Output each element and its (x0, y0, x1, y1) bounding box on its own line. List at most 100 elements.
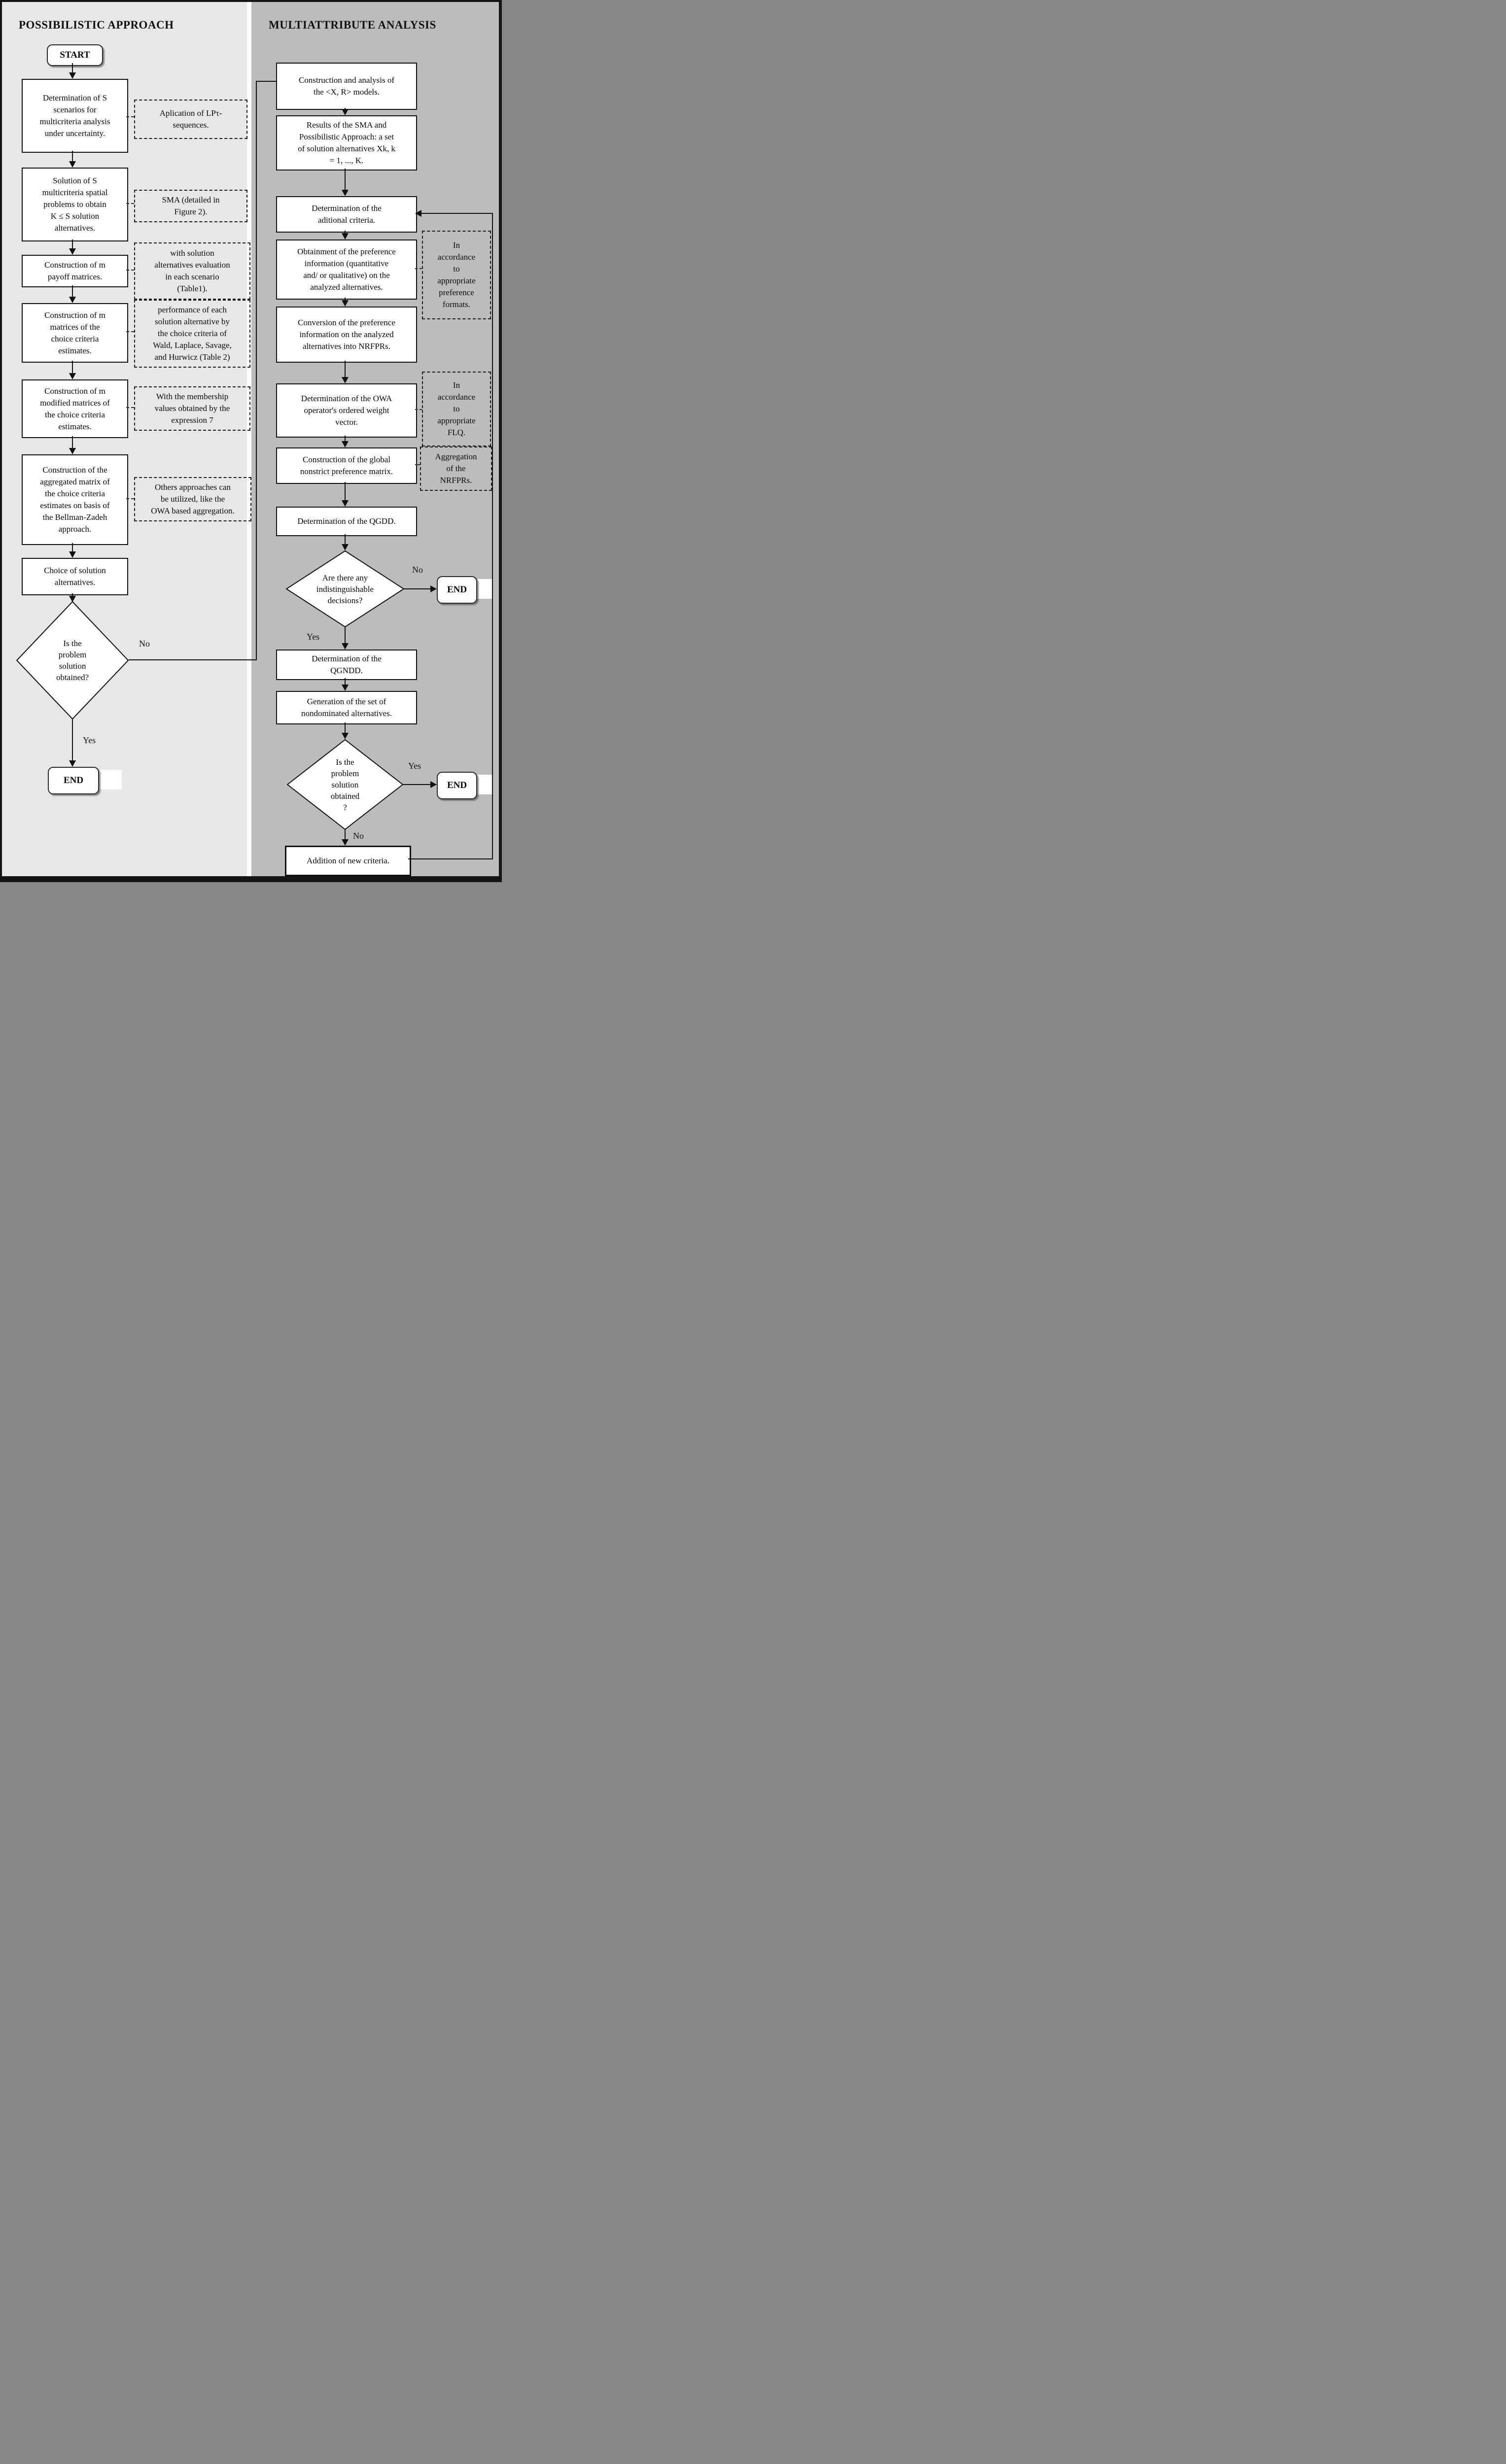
end-right2-label: END (447, 780, 467, 790)
note-flq-text: In accordance to appropriate FLQ. (437, 380, 476, 437)
decision-indistinguishable (286, 550, 404, 627)
box-payoff-matrices-text: Construction of m payoff matrices. (44, 260, 105, 281)
decision-indistinguishable-text: Are there any indistinguishable decision… (316, 573, 374, 605)
note-flq: In accordance to appropriate FLQ. (422, 372, 491, 446)
arrow-r8-d2 (345, 534, 346, 545)
box-payoff-matrices: Construction of m payoff matrices. (22, 255, 128, 287)
box-qgdd: Determination of the QGDD. (276, 507, 417, 536)
arrow-r5-r6 (345, 361, 346, 378)
note-preference-formats-text: In accordance to appropriate preference … (437, 240, 476, 309)
note-wald-laplace-text: performance of each solution alternative… (153, 305, 232, 362)
stub-note1 (126, 116, 134, 117)
box-qgdd-text: Determination of the QGDD. (297, 516, 396, 526)
box-modified-matrices: Construction of m modified matrices of t… (22, 379, 128, 438)
stub-note4 (126, 331, 134, 332)
arrow-d2-r9 (345, 627, 346, 644)
arrowhead-r4 (342, 233, 349, 240)
box-choice-criteria-matrices: Construction of m matrices of the choice… (22, 303, 128, 363)
end-right1-label: END (447, 584, 467, 595)
box-aggregated-matrix: Construction of the aggregated matrix of… (22, 454, 128, 545)
box-addition-new-criteria-text: Addition of new criteria. (306, 856, 390, 865)
terminator-end-left: END (48, 767, 99, 794)
flowchart-figure: POSSIBILISTIC APPROACH MULTIATTRIBUTE AN… (0, 0, 502, 882)
arrowhead-d3 (342, 733, 349, 739)
note-lp-sequences-text: Aplication of LPτ- sequences. (159, 108, 222, 130)
arrowhead-b3 (69, 248, 76, 255)
end-left-label: END (63, 775, 84, 786)
note-preference-formats: In accordance to appropriate preference … (422, 231, 491, 319)
box-choice-solution-alternatives-text: Choice of solution alternatives. (44, 566, 106, 587)
panel-divider (247, 2, 251, 876)
arrowhead-r2 (342, 109, 349, 115)
stub-note6 (126, 498, 134, 499)
note-aggregation-nrfprs: Aggregation of the NRFPRs. (420, 446, 492, 491)
label-no-d3: No (353, 831, 364, 841)
box-determination-scenarios-text: Determination of S scenarios for multicr… (39, 93, 110, 138)
decision-problem-solution-left (16, 601, 129, 719)
start-label: START (60, 50, 90, 60)
note-alternatives-evaluation: with solution alternatives evaluation in… (134, 242, 250, 300)
box-global-preference-matrix-text: Construction of the global nonstrict pre… (300, 455, 393, 476)
arrowhead-end-right1 (430, 585, 437, 592)
stub-rnote2 (415, 409, 422, 410)
box-qgndd-text: Determination of the QGNDD. (312, 654, 382, 675)
box-addition-new-criteria: Addition of new criteria. (285, 846, 411, 876)
terminator-end-right-1: END (437, 576, 477, 604)
box-additional-criteria: Determination of the aditional criteria. (276, 196, 417, 233)
box-determination-scenarios: Determination of S scenarios for multicr… (22, 79, 128, 153)
arrowhead-r8 (342, 500, 349, 507)
decision-problem-solution-left-text: Is the problem solution obtained? (56, 639, 89, 682)
note-sma-detailed: SMA (detailed in Figure 2). (134, 190, 247, 222)
arrowhead-d2 (342, 544, 349, 550)
box-xr-models-text: Construction and analysis of the <X, R> … (298, 75, 395, 97)
arrowhead-r6 (342, 377, 349, 383)
label-yes-d3: Yes (408, 761, 421, 771)
note-sma-detailed-text: SMA (detailed in Figure 2). (162, 195, 220, 216)
arrowhead-r7 (342, 441, 349, 447)
terminator-end-right-2: END (437, 772, 477, 799)
box-solution-spatial-problems: Solution of S multicriteria spatial prob… (22, 168, 128, 241)
box-xr-models: Construction and analysis of the <X, R> … (276, 63, 417, 110)
box-owa-weight-vector-text: Determination of the OWA operator's orde… (301, 394, 392, 427)
arrow-b3-b4 (72, 285, 73, 298)
arrowhead-b2 (69, 161, 76, 168)
no-branch-vertical (256, 81, 257, 660)
arrow-r1-r2 (345, 108, 346, 109)
box-global-preference-matrix: Construction of the global nonstrict pre… (276, 447, 417, 484)
label-no-left: No (139, 639, 150, 649)
end-left-strip (97, 770, 122, 789)
box-solution-spatial-problems-text: Solution of S multicriteria spatial prob… (42, 176, 108, 233)
stub-note5 (126, 407, 134, 408)
right-panel-title: MULTIATTRIBUTE ANALYSIS (269, 19, 436, 31)
d3-yes-line (403, 784, 431, 785)
decision-problem-solution-right (287, 739, 403, 830)
note-wald-laplace: performance of each solution alternative… (134, 300, 250, 368)
arrow-r10-d3 (345, 722, 346, 734)
decision-problem-solution-right-text: Is the problem solution obtained ? (330, 757, 360, 812)
end-right2-strip (474, 775, 492, 794)
arrow-r7-r8 (345, 482, 346, 501)
box-modified-matrices-text: Construction of m modified matrices of t… (40, 386, 110, 431)
box-nondominated-alternatives-text: Generation of the set of nondominated al… (301, 697, 392, 718)
d2-no-line (404, 588, 431, 589)
box-qgndd: Determination of the QGNDD. (276, 650, 417, 680)
box-preference-information-text: Obtainment of the preference information… (297, 247, 396, 292)
arrow-b5-b6 (72, 436, 73, 449)
box-conversion-nrfprs-text: Conversion of the preference information… (298, 318, 395, 351)
no-branch-entry (256, 81, 276, 82)
arrowhead-r3 (342, 190, 349, 196)
arrowhead-b5 (69, 373, 76, 379)
note-membership-values-text: With the membership values obtained by t… (154, 392, 230, 425)
arrowhead-feedback (415, 210, 421, 217)
arrowhead-b6 (69, 448, 76, 454)
arrow-r3-r4 (345, 231, 346, 234)
label-yes-left: Yes (83, 735, 96, 745)
arrow-start-to-b1 (72, 63, 73, 74)
note-aggregation-nrfprs-text: Aggregation of the NRFPRs. (435, 452, 477, 485)
note-owa-aggregation: Others approaches can be utilized, like … (134, 477, 251, 521)
arrow-b2-b3 (72, 240, 73, 249)
box-preference-information: Obtainment of the preference information… (276, 240, 417, 300)
arrow-d3-r11 (345, 830, 346, 840)
box-aggregated-matrix-text: Construction of the aggregated matrix of… (40, 465, 110, 534)
label-yes-d2: Yes (307, 632, 320, 642)
